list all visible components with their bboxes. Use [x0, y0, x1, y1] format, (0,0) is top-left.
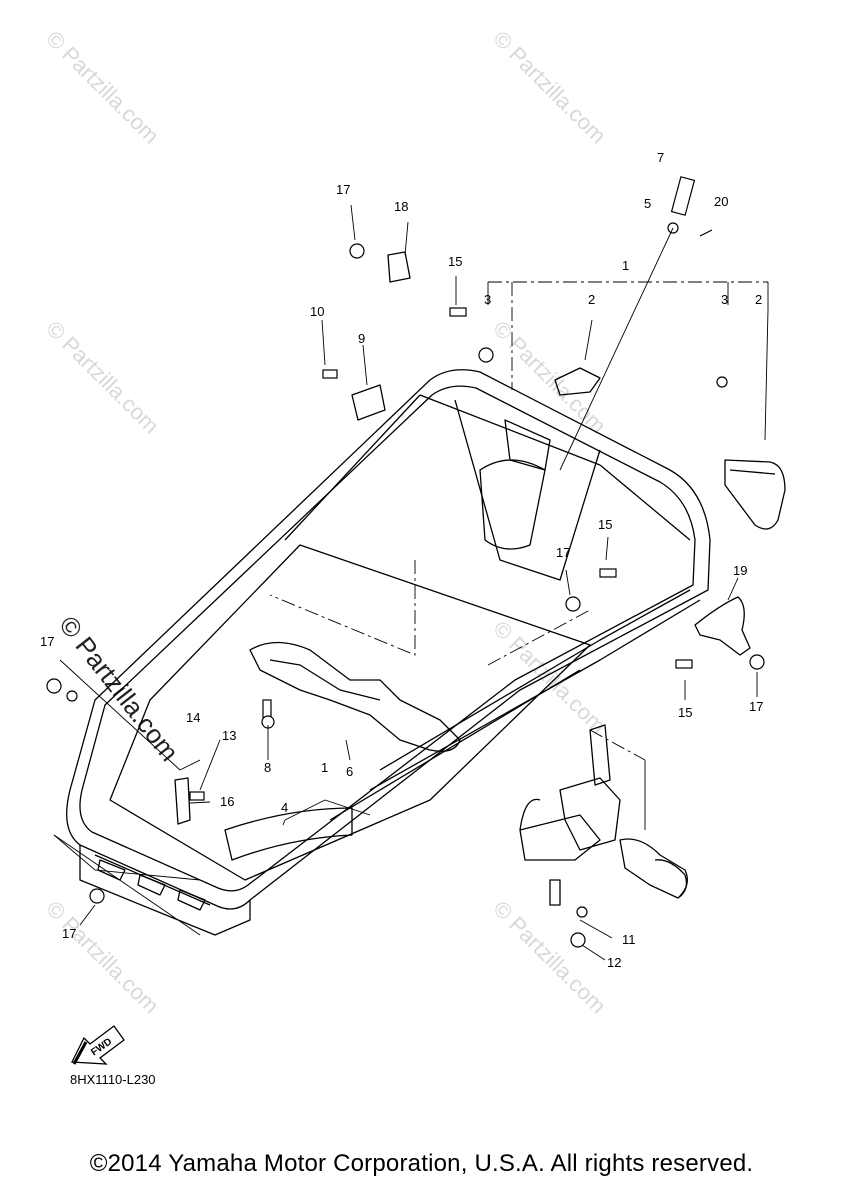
- callout-label: 1: [622, 258, 629, 273]
- diagram-code: 8HX1110-L230: [70, 1072, 156, 1087]
- callout-label: 12: [607, 955, 621, 970]
- callout-label: 10: [310, 304, 324, 319]
- leader-lines: [53, 204, 769, 961]
- watermark: © Partzilla.com: [41, 26, 164, 149]
- callout-label: 6: [346, 764, 353, 779]
- watermark: © Partzilla.com: [488, 26, 611, 149]
- callout-label: 5: [644, 196, 651, 211]
- callout-label: 9: [358, 331, 365, 346]
- fasteners: [46, 176, 765, 948]
- callout-label: 15: [598, 517, 612, 532]
- callout-label: 17: [336, 182, 350, 197]
- watermark: © Partzilla.com: [41, 896, 164, 1019]
- copyright-notice: ©2014 Yamaha Motor Corporation, U.S.A. A…: [89, 1150, 754, 1177]
- callout-label: 19: [733, 563, 747, 578]
- watermark: © Partzilla.com: [488, 896, 611, 1019]
- watermark: © Partzilla.com: [488, 616, 611, 739]
- watermark: © Partzilla.com: [488, 316, 611, 439]
- callout-label: 16: [220, 794, 234, 809]
- callout-label: 15: [678, 705, 692, 720]
- callout-label: 3: [721, 292, 728, 307]
- callout-label: 3: [484, 292, 491, 307]
- callout-label: 4: [281, 800, 288, 815]
- callout-label: 17: [40, 634, 54, 649]
- watermark: © Partzilla.com: [41, 316, 164, 439]
- callout-label: 2: [755, 292, 762, 307]
- callout-label: 13: [222, 728, 236, 743]
- callout-label: 7: [657, 150, 664, 165]
- callout-label: 17: [62, 926, 76, 941]
- callout-label: 15: [448, 254, 462, 269]
- callout-label: 14: [186, 710, 200, 725]
- callout-label: 18: [394, 199, 408, 214]
- callout-label: 11: [622, 932, 636, 947]
- callout-label: 17: [749, 699, 763, 714]
- callout-label: 8: [264, 760, 271, 775]
- callouts: 1 1 2 2 3 3 4 5 6 7 8 9 10 11 12 13 14 1…: [40, 150, 763, 970]
- fwd-arrow-icon: FWD: [70, 1025, 125, 1065]
- callout-label: 20: [714, 194, 728, 209]
- callout-label: 2: [588, 292, 595, 307]
- callout-label: 1: [321, 760, 328, 775]
- callout-label: 17: [556, 545, 570, 560]
- frame-drawing: [66, 251, 786, 936]
